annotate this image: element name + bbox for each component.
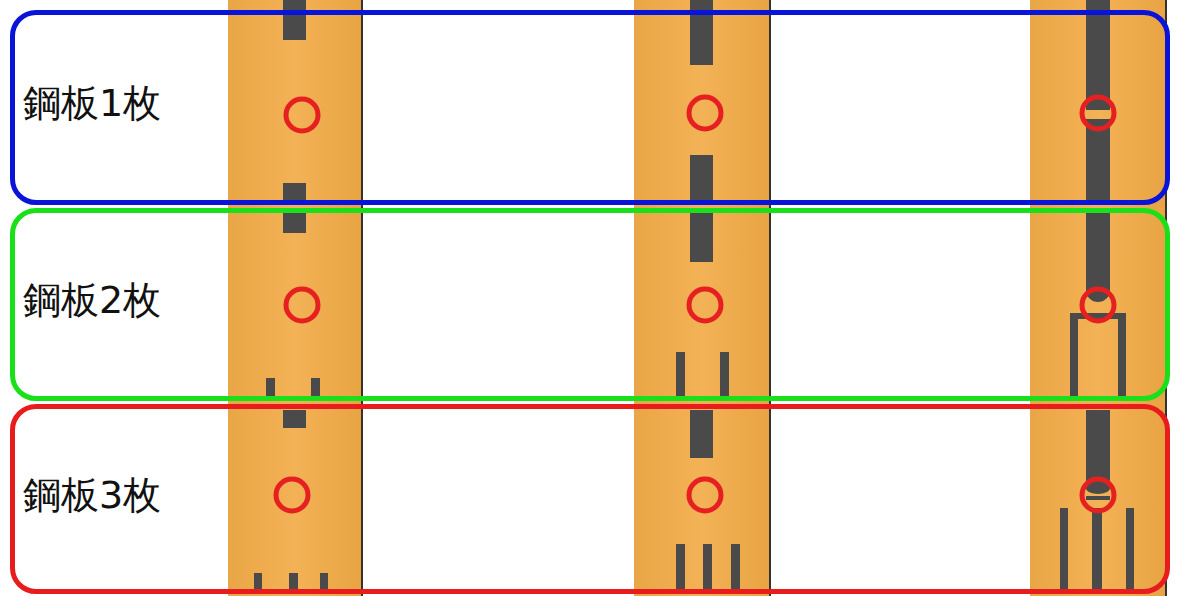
row-label: 鋼板1枚 [23, 78, 161, 129]
wood-strip [228, 0, 1166, 596]
target-circle [276, 97, 1114, 511]
row-band: 鋼板1枚 [10, 10, 1170, 205]
row-label: 鋼板2枚 [23, 275, 161, 326]
row-band: 鋼板2枚 [10, 208, 1170, 401]
row-label: 鋼板3枚 [23, 470, 161, 521]
steel-slot [254, 0, 1134, 590]
row-band: 鋼板3枚 [10, 404, 1170, 594]
